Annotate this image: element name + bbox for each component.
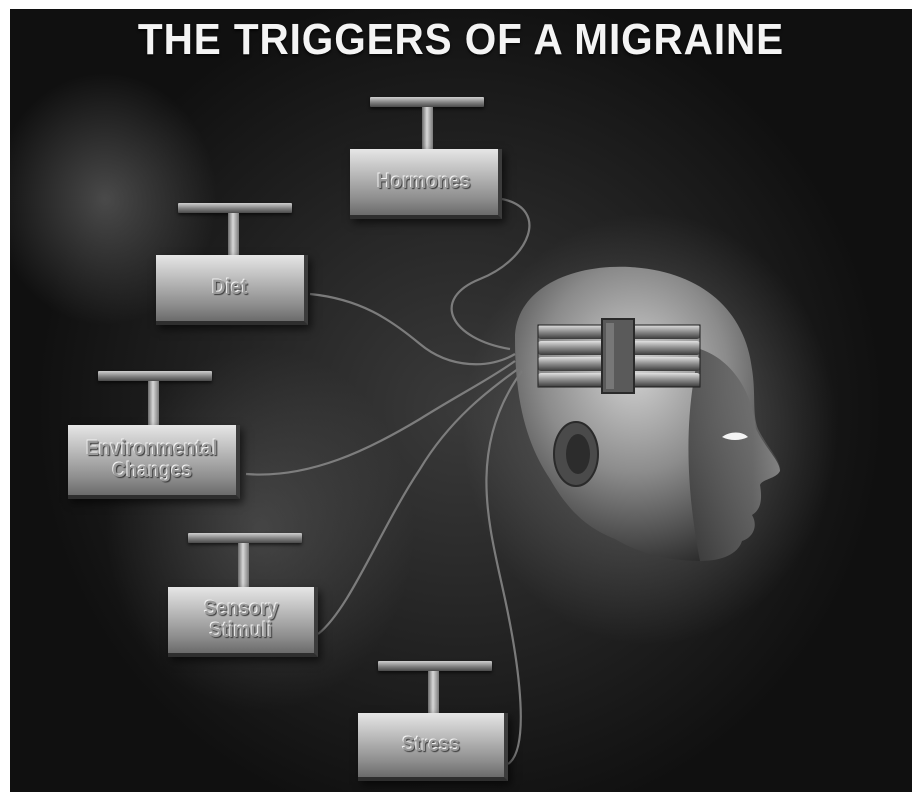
trigger-box: Stress — [358, 713, 508, 781]
trigger-label-sensory: Sensory — [204, 598, 279, 620]
trigger-hormones: Hormones — [350, 97, 510, 222]
trigger-box: Environmental Changes — [68, 425, 240, 499]
trigger-sensory-stimuli: Sensory Stimuli — [168, 533, 328, 661]
trigger-label-environmental: Environmental — [86, 438, 217, 460]
trigger-label-hormones: Hormones — [377, 171, 470, 193]
plunger-shaft — [148, 381, 159, 427]
plunger-shaft — [228, 213, 239, 257]
trigger-label-diet: Diet — [212, 277, 248, 299]
diagram-frame: THE TRIGGERS OF A MIGRAINE — [10, 9, 912, 792]
plunger-handle — [98, 371, 212, 381]
trigger-label-stimuli: Stimuli — [209, 620, 272, 642]
trigger-label-stress: Stress — [402, 734, 460, 756]
trigger-box: Diet — [156, 255, 308, 325]
plunger-shaft — [422, 107, 433, 151]
plunger-shaft — [428, 671, 439, 715]
plunger-handle — [378, 661, 492, 671]
trigger-box: Hormones — [350, 149, 502, 219]
plunger-handle — [188, 533, 302, 543]
trigger-stress: Stress — [358, 661, 518, 789]
trigger-environmental-changes: Environmental Changes — [68, 371, 248, 501]
plunger-shaft — [238, 543, 249, 589]
plunger-handle — [178, 203, 292, 213]
plunger-handle — [370, 97, 484, 107]
trigger-diet: Diet — [156, 203, 316, 328]
trigger-box: Sensory Stimuli — [168, 587, 318, 657]
trigger-label-changes: Changes — [112, 460, 192, 482]
